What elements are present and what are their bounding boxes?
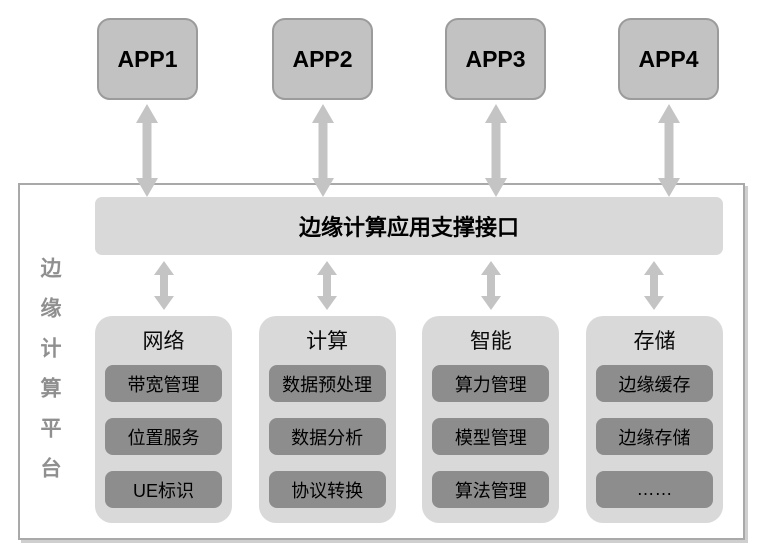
column-computing-title: 计算: [306, 330, 349, 353]
module-box: 算力管理: [432, 365, 550, 402]
app3-label: APP3: [465, 45, 526, 72]
column-intelligence: 智能 算力管理 模型管理 算法管理: [422, 316, 560, 523]
module-box: 数据预处理: [268, 365, 386, 402]
double-arrow-icon: [480, 261, 501, 310]
module-box: 带宽管理: [105, 365, 222, 402]
module-box: 算法管理: [432, 471, 550, 508]
double-arrow-icon: [317, 261, 338, 310]
capability-columns: 网络 带宽管理 位置服务 UE标识 计算 数据预处理 数据分析 协议转换 智能 …: [95, 316, 723, 523]
module-box: UE标识: [105, 471, 222, 508]
column-network-title: 网络: [142, 330, 185, 353]
column-storage-title: 存储: [633, 330, 676, 353]
arrow-slot: [259, 261, 396, 310]
app4-label: APP4: [638, 45, 699, 72]
app2-label: APP2: [292, 45, 353, 72]
app3-box: APP3: [445, 18, 546, 100]
double-arrow-icon: [136, 104, 158, 197]
module-box: 位置服务: [105, 418, 222, 455]
platform-side-label: 边缘计算平台: [38, 257, 61, 497]
double-arrow-icon: [644, 261, 665, 310]
column-intelligence-title: 智能: [469, 330, 512, 353]
module-box: 模型管理: [432, 418, 550, 455]
double-arrow-icon: [485, 104, 507, 197]
double-arrow-icon: [312, 104, 334, 197]
module-box: 边缘缓存: [595, 365, 713, 402]
arrow-slot: [95, 261, 232, 310]
small-arrow-row: [95, 261, 723, 310]
app4-box: APP4: [618, 18, 719, 100]
arrow-slot: [422, 261, 559, 310]
column-network: 网络 带宽管理 位置服务 UE标识: [95, 316, 232, 523]
module-box: 协议转换: [268, 471, 386, 508]
module-box: 数据分析: [268, 418, 386, 455]
module-box: ……: [595, 471, 713, 508]
arrow-slot: [586, 261, 723, 310]
module-box: 边缘存储: [595, 418, 713, 455]
double-arrow-icon: [153, 261, 174, 310]
app1-box: APP1: [97, 18, 198, 100]
column-computing: 计算 数据预处理 数据分析 协议转换: [258, 316, 396, 523]
app-support-interface-label: 边缘计算应用支撑接口: [298, 215, 519, 240]
double-arrow-icon: [658, 104, 680, 197]
app2-box: APP2: [272, 18, 373, 100]
app-support-interface-bar: 边缘计算应用支撑接口: [95, 197, 723, 255]
app1-label: APP1: [117, 45, 178, 72]
column-storage: 存储 边缘缓存 边缘存储 ……: [585, 316, 723, 523]
